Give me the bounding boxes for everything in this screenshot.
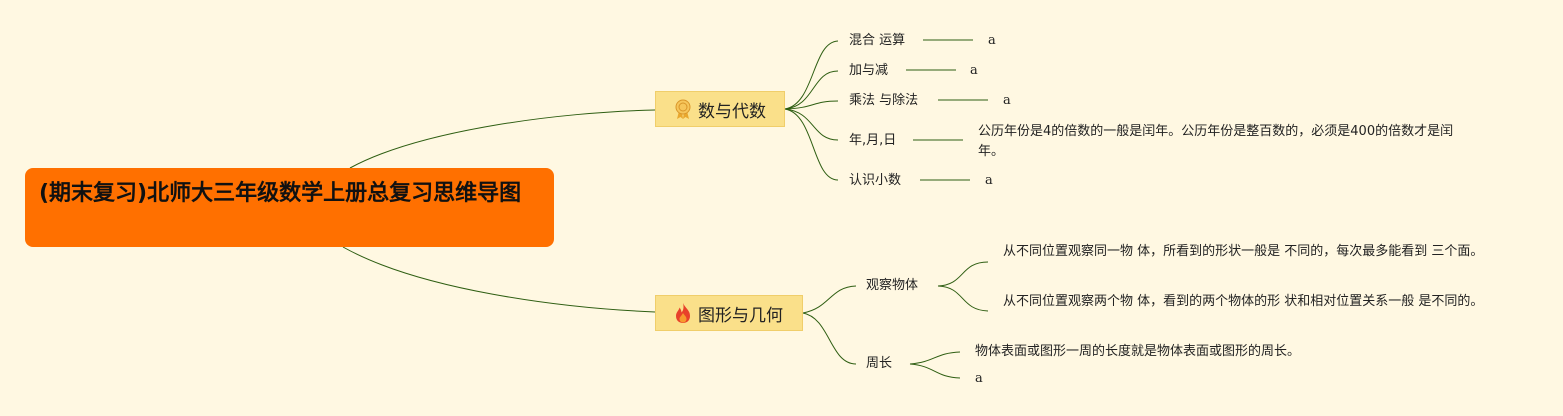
branch-label: 图形与几何 — [698, 305, 783, 326]
leaf-text[interactable]: a — [988, 33, 996, 48]
leaf-text[interactable]: a — [970, 63, 978, 78]
topic-addition-subtraction[interactable]: 加与减 — [849, 63, 889, 78]
topic-decimals[interactable]: 认识小数 — [849, 173, 902, 188]
topic-multiplication-division[interactable]: 乘法 与除法 — [849, 93, 919, 108]
fire-icon — [672, 302, 694, 324]
branch-label: 数与代数 — [698, 101, 766, 122]
topic-year-month-day[interactable]: 年,月,日 — [849, 133, 897, 148]
topic-mixed-operations[interactable]: 混合 运算 — [849, 33, 906, 48]
leaf-text[interactable]: a — [985, 173, 993, 188]
topic-perimeter[interactable]: 周长 — [866, 356, 893, 371]
leaf-text[interactable]: 从不同位置观察同一物 体，所看到的形状一般是 不同的，每次最多能看到 三个面。 — [1003, 244, 1484, 259]
topic-observing-objects[interactable]: 观察物体 — [866, 278, 919, 293]
branch-number-and-algebra[interactable]: 数与代数 — [655, 91, 785, 127]
award-ribbon-icon — [672, 98, 694, 120]
leaf-text[interactable]: a — [975, 371, 983, 386]
root-title: (期末复习)北师大三年级数学上册总复习思维导图 — [39, 181, 522, 206]
root-topic[interactable]: (期末复习)北师大三年级数学上册总复习思维导图 — [25, 168, 554, 247]
leaf-text[interactable]: 从不同位置观察两个物 体，看到的两个物体的形 状和相对位置关系一般 是不同的。 — [1003, 294, 1484, 309]
leaf-text[interactable]: 公历年份是4的倍数的一般是闰年。公历年份是整百数的，必须是400的倍数才是闰年。 — [978, 124, 1454, 159]
leaf-text[interactable]: a — [1003, 93, 1011, 108]
branch-shapes-and-geometry[interactable]: 图形与几何 — [655, 295, 803, 331]
leaf-text[interactable]: 物体表面或图形一周的长度就是物体表面或图形的周长。 — [975, 344, 1301, 359]
